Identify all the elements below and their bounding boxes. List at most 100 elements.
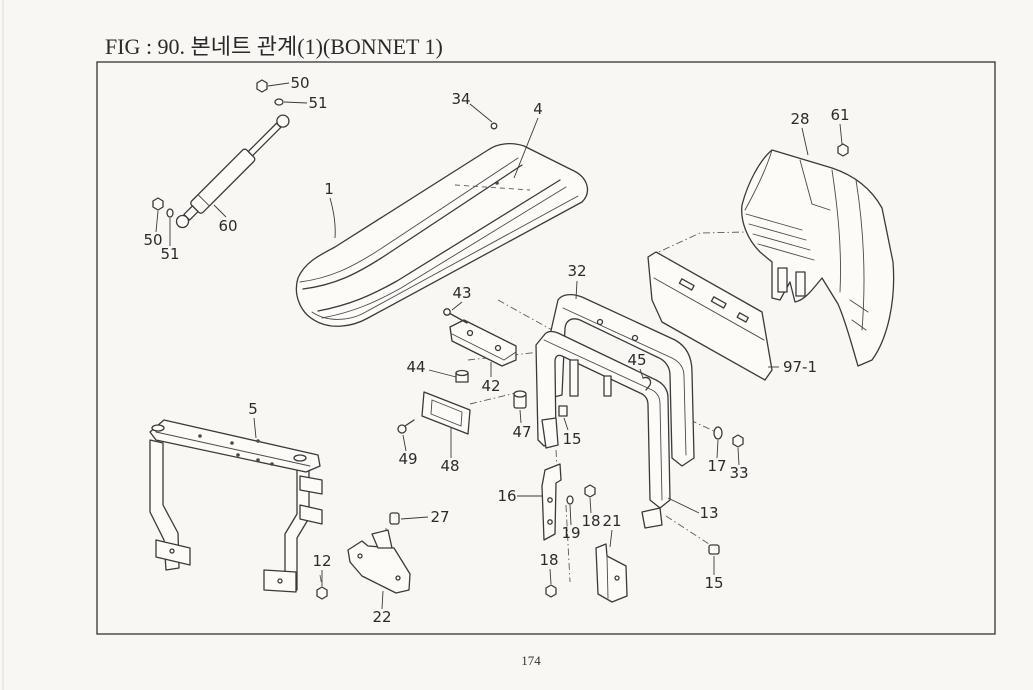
frame-bracket [569,359,579,397]
bracket-outline [347,540,411,594]
assembly-line [319,574,323,587]
cover-prong [777,267,788,293]
strut-rod [247,122,282,157]
bolt-part-43 [443,308,468,324]
top-stub [293,454,307,462]
callout-label: 50 [290,74,309,92]
plate-hole [256,439,260,443]
top-stub [151,424,165,432]
frame-hole [631,334,639,342]
bracket-part-42 [449,319,517,367]
callout-5: 5 [248,400,258,439]
leader-line [575,280,578,300]
plate-hole [198,434,202,438]
hex-nut [152,197,164,211]
plate-hole [230,441,234,445]
clip-body [389,512,400,525]
hood-hole [495,181,499,185]
panel-fold [653,277,765,341]
bumper-part-47 [513,390,527,409]
plate-hole [270,462,274,466]
bracket-part-21 [595,543,628,603]
callout-label: 61 [830,106,849,124]
leader-line [402,434,407,452]
gas-strut-part-60 [175,114,290,229]
assembly-line [467,351,541,361]
cover-outline [741,149,895,367]
callout-42: 42 [481,362,501,395]
callout-label: 51 [160,245,179,263]
callout-33: 33 [729,447,749,482]
callout-label: 12 [312,552,331,570]
leader-line [639,368,644,379]
washer-part-51-upper [274,98,284,106]
bolt-head [837,143,849,157]
plate-hole [256,458,260,462]
callout-50-upper: 50 [267,74,310,92]
nut-part-50-lower [152,197,164,211]
frame-outline [535,330,671,509]
diagram-border [96,61,996,635]
bracket-flag [371,529,393,549]
clip-part-15-middle [558,405,568,417]
screw-part-34 [490,122,498,130]
leader-line [283,101,308,104]
bolt-part-12 [316,586,328,600]
callout-1: 1 [324,180,336,239]
frame-inner-edge [543,339,663,501]
small-bracket [541,417,559,449]
callout-label: 60 [218,217,237,235]
cover-rib [745,213,803,231]
leader-line [549,568,552,585]
cover-panel-line [799,159,831,211]
callout-28: 28 [790,110,810,156]
leader-line [428,369,457,378]
rear-cover-part-28 [741,149,895,367]
callout-label: 18 [539,551,558,569]
nut-part-50-upper [256,79,268,93]
frame-hole [596,318,604,326]
callout-label: 21 [602,512,621,530]
leader-line [381,590,384,610]
pad-part-48 [421,391,471,435]
callout-49: 49 [398,434,418,468]
callout-34: 34 [451,90,493,123]
leader-line [267,82,290,87]
callout-label: 42 [481,377,500,395]
cover-edge [744,149,773,211]
leader-line [609,529,613,548]
pin-part-45 [642,376,652,391]
nut-top [455,369,469,377]
small-bracket-outline [541,417,559,449]
leader-line [513,117,539,179]
callout-21: 21 [602,512,622,548]
callout-label: 33 [729,464,748,482]
washer [713,426,723,440]
clip-part-49 [397,419,415,434]
bolt-head [545,584,557,598]
bolt-head [732,434,744,448]
callout-label: 45 [627,351,646,369]
leader-line [563,417,569,431]
leader-line [329,197,336,239]
washer-part-19 [566,495,574,505]
strut-ball-end [175,214,190,229]
callout-51-upper: 51 [283,94,328,112]
callout-44: 44 [406,358,457,378]
callout-label: 15 [562,430,581,448]
frame-bracket [603,375,612,397]
top-plate [149,419,321,473]
bolt-shaft [448,312,468,324]
clip-body [708,544,720,555]
foot-hole [169,548,175,554]
callout-51-lower: 51 [160,218,180,263]
callout-13: 13 [667,497,719,522]
bracket-hole [614,575,620,581]
frame-foot-bracket [641,507,663,529]
leader-line [737,447,740,466]
leader-line [801,127,809,156]
callout-label: 49 [398,450,417,468]
leader-line [519,409,522,424]
bonnet-hood-part-1 [295,143,589,327]
callout-15-lower: 15 [704,556,724,592]
